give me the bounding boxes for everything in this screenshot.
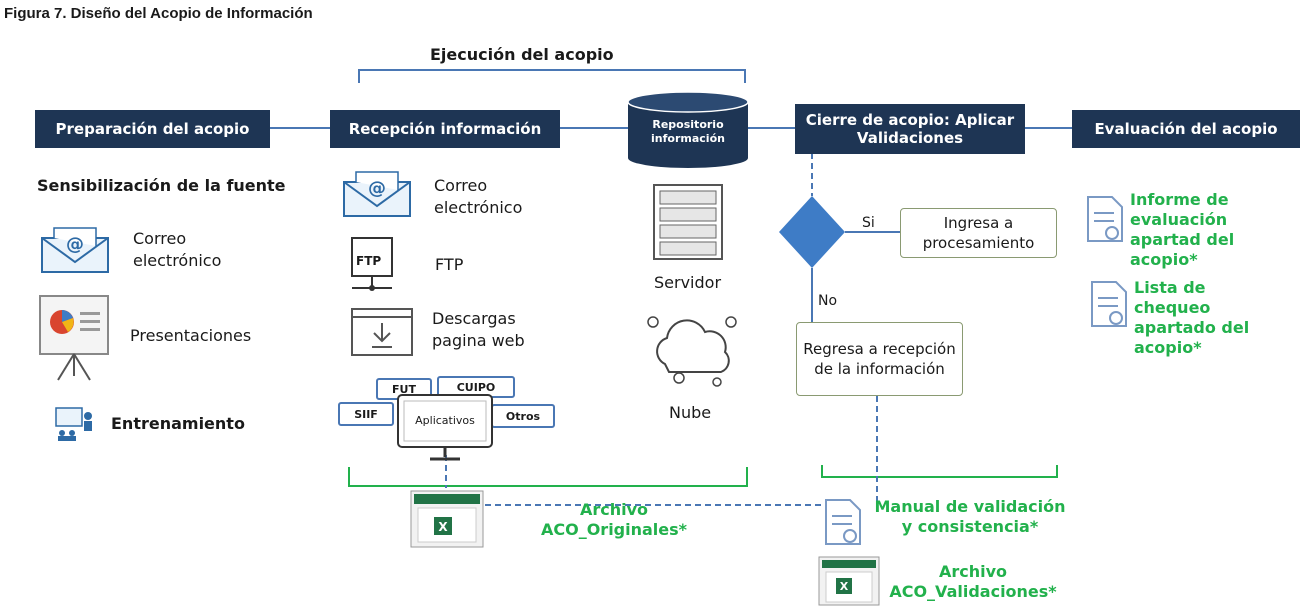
report-document-icon	[1087, 196, 1123, 242]
monitor-icon	[397, 394, 493, 461]
document-icon	[825, 499, 861, 545]
yes-label: Si	[862, 215, 875, 231]
reception-email-icon: @	[343, 171, 411, 217]
server-label: Servidor	[654, 273, 722, 292]
svg-text:@: @	[368, 178, 386, 199]
stage-evaluation: Evaluación del acopio	[1072, 110, 1300, 148]
cloud-icon	[647, 316, 737, 387]
checklist-label: Lista de chequeo apartado del acopio*	[1134, 278, 1250, 357]
stage-repository: Repositorio información	[651, 118, 725, 145]
ftp-icon	[351, 237, 393, 291]
reception-email-label: Correo electrónico	[434, 176, 523, 217]
downloads-label: Descargas pagina web	[432, 309, 525, 350]
apps-label: Aplicativos	[415, 414, 475, 427]
download-icon	[351, 308, 413, 356]
svg-text:X: X	[438, 520, 448, 534]
yes-result-box: Ingresa a procesamiento	[900, 208, 1057, 258]
training-icon	[55, 407, 92, 441]
cloud-label: Nube	[669, 403, 712, 422]
excel-icon: X	[410, 490, 484, 548]
aco-originales-label: Archivo ACO_Originales*	[540, 500, 688, 539]
stage-closing: Cierre de acopio: Aplicar Validaciones	[795, 104, 1025, 154]
training-label: Entrenamiento	[111, 414, 245, 433]
no-result-box: Regresa a recepción de la información	[796, 322, 963, 396]
stage-preparation: Preparación del acopio	[35, 110, 270, 148]
figure-title: Figura 7. Diseño del Acopio de Informaci…	[4, 5, 313, 22]
preparation-email-label: Correo electrónico	[133, 229, 222, 270]
tag-siif: SIIF	[338, 402, 394, 426]
presentations-label: Presentaciones	[130, 326, 252, 345]
execution-label: Ejecución del acopio	[430, 45, 614, 64]
presentation-board-icon	[39, 295, 109, 381]
ftp-label: FTP	[435, 255, 464, 274]
no-label: No	[818, 293, 838, 309]
manual-label: Manual de validación y consistencia*	[874, 497, 1066, 536]
evaluation-report-label: Informe de evaluación apartad del acopio…	[1130, 190, 1235, 269]
ftp-icon-text: FTP	[356, 254, 382, 268]
stage-reception: Recepción información	[330, 110, 560, 148]
aco-validaciones-label: Archivo ACO_Validaciones*	[889, 562, 1057, 601]
email-envelope-icon: @	[41, 227, 109, 273]
preparation-heading: Sensibilización de la fuente	[37, 176, 286, 195]
checklist-document-icon	[1091, 281, 1127, 327]
server-icon	[653, 184, 723, 260]
svg-text:X: X	[840, 580, 849, 593]
repository-cylinder	[627, 91, 749, 168]
svg-text:@: @	[66, 234, 84, 255]
tag-otros: Otros	[491, 404, 555, 428]
excel-validations-icon: X	[818, 556, 880, 606]
